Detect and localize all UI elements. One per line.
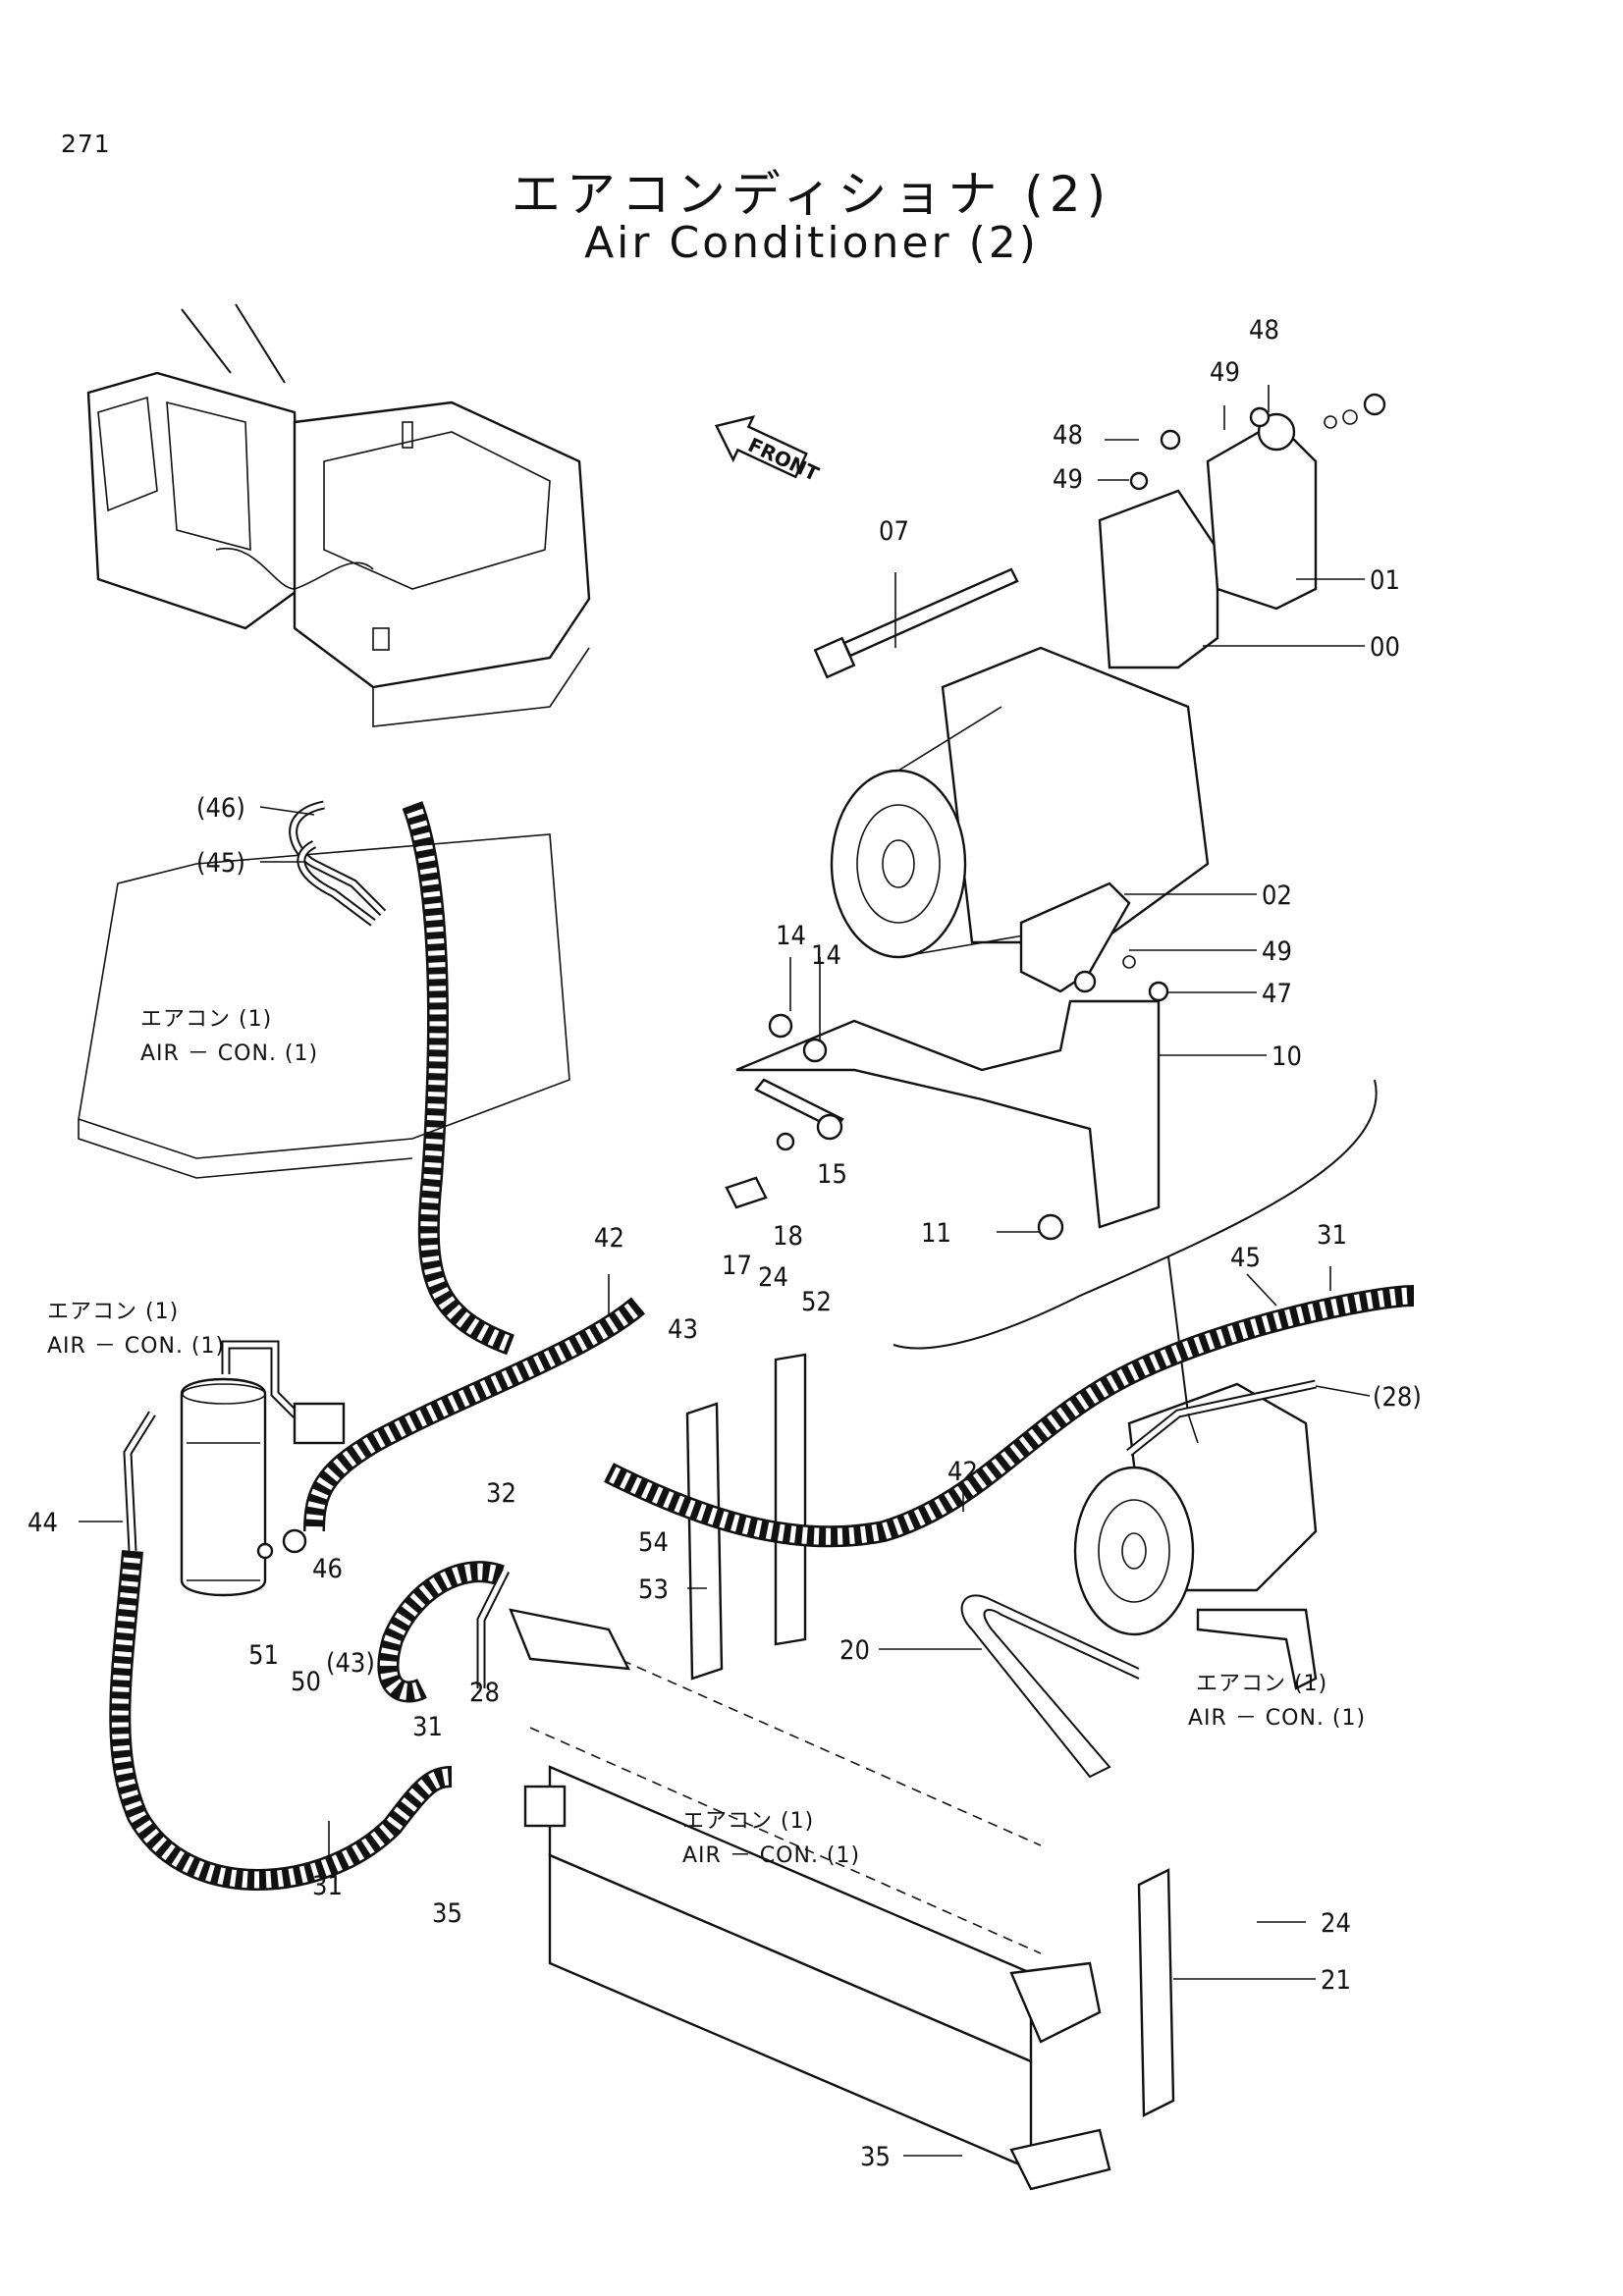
callout-52: 52	[801, 1287, 832, 1317]
callout-35: 35	[432, 1898, 462, 1929]
v-belt	[960, 1594, 1140, 1779]
callout-02: 02	[1262, 881, 1292, 911]
callout-51: 51	[248, 1640, 279, 1671]
callout-43-ref: (43)	[326, 1648, 375, 1679]
compressor-lower	[1073, 1255, 1318, 1690]
callout-18: 18	[773, 1221, 803, 1252]
note-air-con-en: AIR － CON. (1)	[682, 1843, 860, 1868]
hoses	[109, 801, 1415, 1891]
callout-21: 21	[1321, 1965, 1351, 1996]
note-air-con-jp: エアコン (1)	[1196, 1672, 1327, 1696]
callout-43: 43	[668, 1314, 698, 1345]
leader-lines	[79, 385, 1371, 2157]
callout-14: 14	[776, 921, 806, 951]
callout-24: 24	[758, 1262, 788, 1293]
note-air-con-en: AIR － CON. (1)	[1188, 1706, 1366, 1731]
callout-45-ref: (45)	[196, 848, 245, 879]
callout-54: 54	[638, 1527, 669, 1558]
callout-15: 15	[817, 1159, 847, 1190]
bracket-52	[774, 1353, 807, 1646]
page-number: 271	[61, 130, 111, 158]
callout-10: 10	[1271, 1041, 1302, 1072]
callout-32: 32	[486, 1478, 516, 1509]
callout-28-ref: (28)	[1373, 1382, 1422, 1413]
callout-17: 17	[722, 1251, 752, 1281]
callout-31: 31	[1317, 1220, 1347, 1251]
note-air-con-jp: エアコン (1)	[140, 1007, 272, 1032]
condenser	[509, 1608, 1111, 2191]
bracket-10	[725, 999, 1161, 1241]
callout-45: 45	[1230, 1243, 1261, 1273]
front-label: FRONT	[744, 433, 823, 486]
callout-07: 07	[879, 516, 909, 547]
excavator-overview	[86, 303, 591, 727]
callout-28: 28	[469, 1678, 500, 1708]
callout-14: 14	[811, 940, 841, 971]
callout-31: 31	[312, 1871, 343, 1901]
note-air-con-jp: エアコン (1)	[682, 1809, 814, 1834]
callout-20: 20	[839, 1635, 870, 1666]
bracket-53	[685, 1402, 724, 1681]
note-air-con-en: AIR － CON. (1)	[47, 1334, 225, 1359]
callout-42: 42	[947, 1457, 978, 1487]
callouts: 48 49 48 49 07 01 00 02 49 47 14 14 10 1…	[27, 315, 1422, 2172]
compressor-upper	[813, 393, 1386, 1002]
callout-49: 49	[1210, 357, 1240, 388]
callout-00: 00	[1370, 632, 1400, 663]
callout-44: 44	[27, 1508, 58, 1538]
receiver-dryer	[180, 1340, 346, 1597]
callout-11: 11	[921, 1218, 951, 1249]
boundary-line	[893, 1079, 1378, 1350]
callout-31: 31	[412, 1712, 443, 1742]
callout-50: 50	[291, 1667, 321, 1697]
note-air-con-en: AIR － CON. (1)	[140, 1041, 318, 1066]
callout-49: 49	[1053, 464, 1083, 495]
callout-53: 53	[638, 1575, 669, 1605]
callout-42: 42	[594, 1223, 624, 1254]
bracket-21	[1137, 1868, 1175, 2117]
cross-reference-notes: エアコン (1) AIR － CON. (1) エアコン (1) AIR － C…	[47, 1007, 1366, 1868]
callout-46-ref: (46)	[196, 793, 245, 824]
callout-49: 49	[1262, 936, 1292, 967]
callout-47: 47	[1262, 979, 1292, 1009]
callout-24: 24	[1321, 1908, 1351, 1939]
callout-01: 01	[1370, 565, 1400, 596]
callout-48: 48	[1249, 315, 1279, 346]
title-japanese: エアコンディショナ (2)	[511, 166, 1112, 223]
front-arrow: FRONT	[714, 415, 823, 486]
callout-46: 46	[312, 1554, 343, 1584]
callout-48: 48	[1053, 420, 1083, 451]
note-air-con-jp: エアコン (1)	[47, 1300, 179, 1324]
title-english: Air Conditioner (2)	[584, 218, 1039, 268]
callout-35: 35	[860, 2142, 891, 2172]
engine-block	[78, 800, 570, 1179]
